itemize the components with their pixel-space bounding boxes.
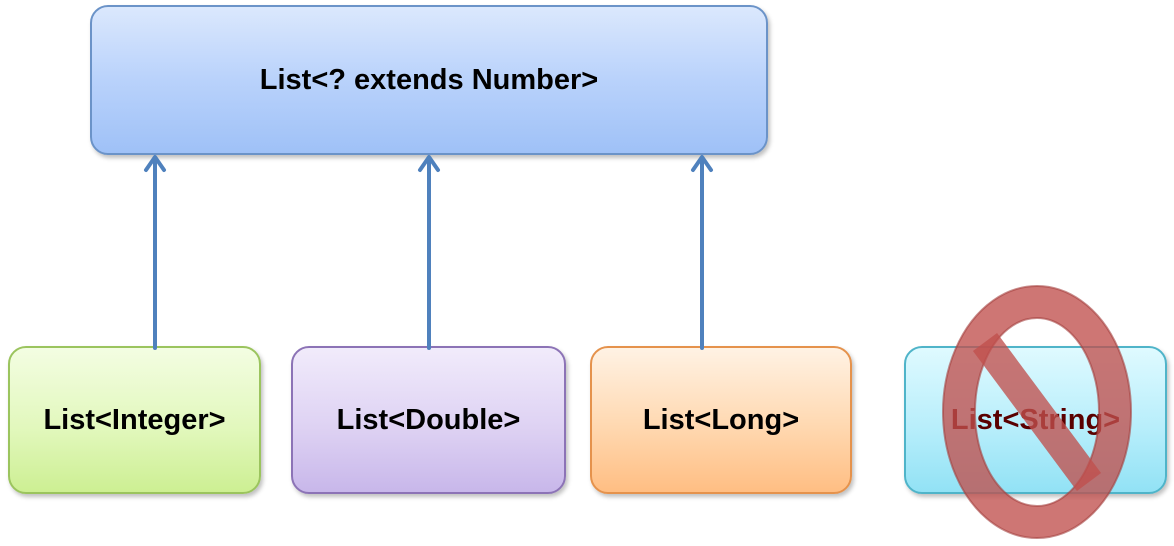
child-type-box-long: List<Long>	[590, 346, 852, 494]
arrow-long-head	[691, 155, 713, 172]
child-type-box-double: List<Double>	[291, 346, 566, 494]
parent-type-label: List<? extends Number>	[259, 63, 599, 96]
child-type-label-long: List<Long>	[642, 403, 800, 436]
child-type-label-double: List<Double>	[336, 403, 521, 436]
child-type-box-integer: List<Integer>	[8, 346, 261, 494]
child-type-box-string: List<String>	[904, 346, 1167, 494]
child-type-label-integer: List<Integer>	[43, 403, 226, 436]
arrow-integer-to-parent	[144, 155, 166, 350]
arrow-double-head	[418, 155, 440, 172]
arrow-long-to-parent	[691, 155, 713, 350]
arrow-integer-head	[144, 155, 166, 172]
arrow-double-to-parent	[418, 155, 440, 350]
child-type-label-string: List<String>	[950, 403, 1121, 436]
parent-type-box: List<? extends Number>	[90, 5, 768, 155]
